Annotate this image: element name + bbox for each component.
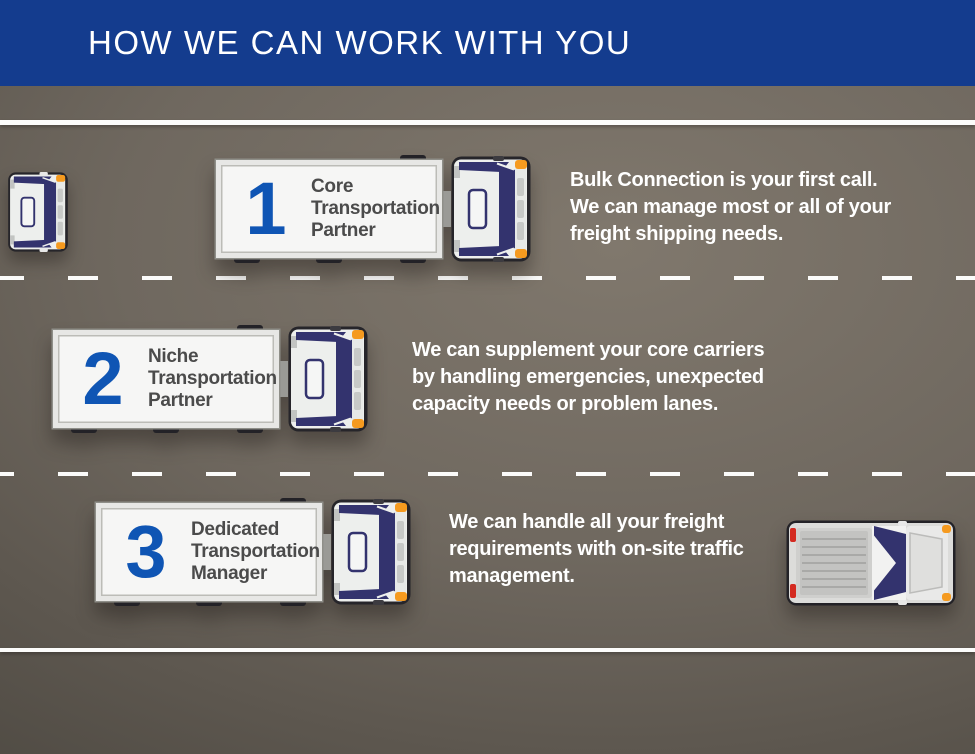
lane-line-solid-top xyxy=(0,120,975,125)
step-label-3: Dedicated Transportation Manager xyxy=(191,518,320,585)
page-title: HOW WE CAN WORK WITH YOU xyxy=(88,24,632,61)
step-number-1: 1 xyxy=(245,166,287,250)
semi-truck-cab-icon xyxy=(288,326,368,432)
trailer-panel-1: 1 Core Transportation Partner xyxy=(216,160,442,258)
step-label-2: Niche Transportation Partner xyxy=(148,345,277,412)
step-number-2: 2 xyxy=(82,336,124,420)
trailer-hitch xyxy=(442,191,451,227)
trailer-panel-2: 2 Niche Transportation Partner xyxy=(53,330,279,428)
header-bar: HOW WE CAN WORK WITH YOU xyxy=(0,0,975,86)
trailer-hitch xyxy=(322,534,331,570)
trailer-hitch xyxy=(279,361,288,397)
semi-truck-cab-icon xyxy=(331,499,411,605)
description-1: Bulk Connection is your first call. We c… xyxy=(570,169,891,245)
lane-line-dashed-1 xyxy=(0,276,975,280)
truck-step-2: 2 Niche Transportation Partner xyxy=(53,325,368,433)
lane-line-dashed-2 xyxy=(0,472,975,476)
trailer-panel-3: 3 Dedicated Transportation Manager xyxy=(96,503,322,601)
lane-line-solid-bottom xyxy=(0,648,975,652)
road: 1 Core Transportation Partner xyxy=(0,86,975,754)
semi-truck-cab-icon xyxy=(451,156,531,262)
description-3: We can handle all your freight requireme… xyxy=(449,511,744,587)
partial-truck-cab-icon xyxy=(8,172,68,252)
pickup-truck-icon xyxy=(786,520,956,606)
step-label-1: Core Transportation Partner xyxy=(311,175,440,242)
description-2: We can supplement your core carriers by … xyxy=(412,339,765,415)
step-number-3: 3 xyxy=(125,509,167,593)
truck-step-3: 3 Dedicated Transportation Manager xyxy=(96,498,411,606)
truck-step-1: 1 Core Transportation Partner xyxy=(216,155,531,263)
